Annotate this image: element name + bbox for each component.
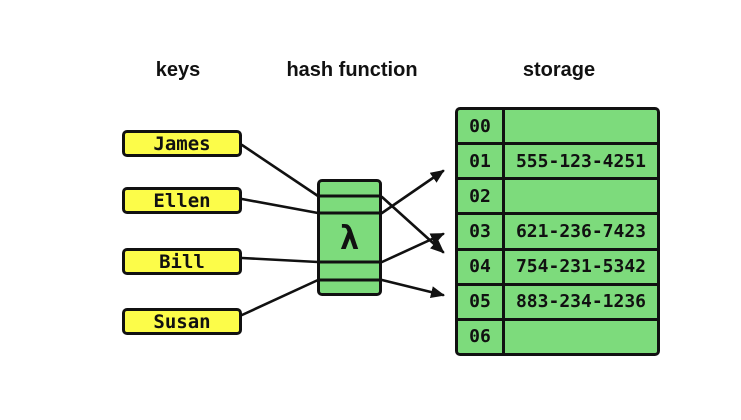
arrow-hash-to-slot-04 <box>380 195 445 254</box>
key-label-james: James <box>153 132 211 155</box>
slot-value <box>505 180 657 212</box>
storage-row-05: 05 883-234-1236 <box>458 285 657 321</box>
header-keys: keys <box>155 59 201 81</box>
slot-index: 01 <box>458 145 505 178</box>
storage-row-01: 01 555-123-4251 <box>458 145 657 181</box>
storage-row-04: 04 754-231-5342 <box>458 250 657 286</box>
arrow-hash-to-slot-05 <box>380 278 445 298</box>
slot-index: 03 <box>458 215 505 248</box>
slot-index: 00 <box>458 110 505 143</box>
line-bill-to-hash <box>240 256 320 264</box>
key-box-ellen: Ellen <box>122 187 242 214</box>
slot-value: 555-123-4251 <box>515 150 647 172</box>
slot-value <box>505 110 657 142</box>
line-james-to-hash <box>240 143 320 198</box>
key-label-bill: Bill <box>159 250 205 273</box>
arrow-hash-to-slot-01 <box>380 169 445 215</box>
slot-index: 06 <box>458 320 505 353</box>
storage-row-03: 03 621-236-7423 <box>458 215 657 251</box>
slot-value: 883-234-1236 <box>515 291 647 313</box>
storage-table: 00 01 555-123-4251 02 03 621-236-7423 04… <box>455 107 660 356</box>
arrow-hash-to-slot-03 <box>380 232 445 264</box>
key-box-susan: Susan <box>122 308 242 335</box>
key-label-ellen: Ellen <box>153 189 211 212</box>
storage-row-06: 06 <box>458 320 657 353</box>
slot-index: 04 <box>458 250 505 283</box>
hash-function-box: λ <box>317 179 382 296</box>
slot-index: 02 <box>458 180 505 213</box>
storage-row-02: 02 <box>458 180 657 216</box>
key-label-susan: Susan <box>153 310 211 333</box>
key-box-bill: Bill <box>122 248 242 275</box>
storage-row-00: 00 <box>458 110 657 146</box>
key-box-james: James <box>122 130 242 157</box>
line-ellen-to-hash <box>240 197 320 215</box>
slot-value <box>505 321 657 353</box>
header-storage: storage <box>522 59 596 81</box>
slot-index: 05 <box>458 285 505 318</box>
header-hash-function: hash function <box>286 59 418 81</box>
slot-value: 621-236-7423 <box>515 220 647 242</box>
lambda-symbol: λ <box>339 218 360 257</box>
slot-value: 754-231-5342 <box>515 256 647 278</box>
line-susan-to-hash <box>240 278 320 317</box>
